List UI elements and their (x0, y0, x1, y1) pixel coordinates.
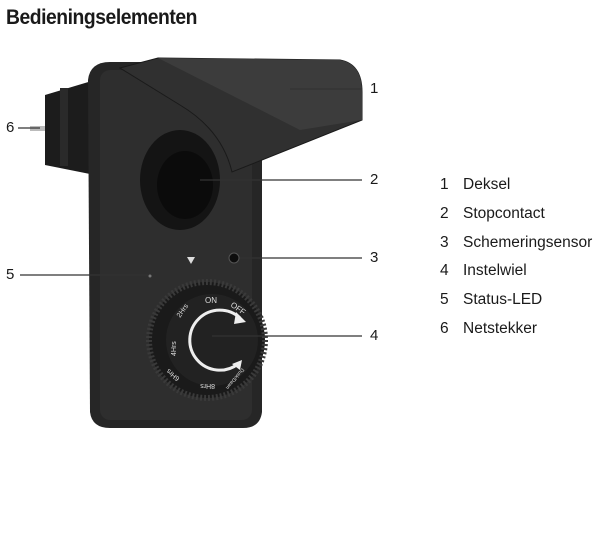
legend-item: 5 Status-LED (440, 286, 592, 315)
legend-label: Instelwiel (463, 262, 527, 280)
callout-2: 2 (370, 171, 379, 188)
callout-4: 4 (370, 327, 379, 344)
legend-number: 5 (440, 291, 449, 309)
legend-item: 2 Stopcontact (440, 200, 592, 229)
setting-dial[interactable]: ON OFF 2Hrs 4Hrs 6Hrs 8Hrs Dusk/Dawn (146, 279, 268, 401)
callout-3: 3 (370, 249, 379, 266)
legend-number: 2 (440, 205, 449, 223)
legend-number: 4 (440, 262, 449, 280)
callout-1: 1 (370, 80, 379, 97)
callout-lines (18, 88, 362, 337)
legend-item: 6 Netstekker (440, 314, 592, 343)
legend-number: 6 (440, 319, 449, 337)
twilight-sensor (228, 252, 240, 264)
legend-label: Netstekker (463, 319, 538, 337)
legend-label: Deksel (463, 176, 511, 194)
legend-number: 3 (440, 233, 449, 251)
legend-item: 4 Instelwiel (440, 257, 592, 286)
callout-5: 5 (6, 266, 15, 283)
legend: 1 Deksel 2 Stopcontact 3 Schemeringsensor 4… (440, 171, 592, 343)
legend-label: Schemeringsensor (463, 233, 593, 251)
dial-label-4hrs: 4Hrs (171, 341, 178, 356)
callout-6: 6 (6, 119, 15, 136)
dial-label-8hrs: 8Hrs (200, 382, 215, 389)
legend-number: 1 (440, 176, 449, 194)
legend-item: 3 Schemeringsensor (440, 228, 592, 257)
legend-item: 1 Deksel (440, 171, 592, 200)
status-led (148, 274, 152, 278)
page-title: Bedieningselementen (6, 6, 197, 29)
dial-label-on: ON (205, 296, 217, 305)
legend-label: Status-LED (463, 291, 543, 309)
legend-label: Stopcontact (463, 205, 545, 223)
